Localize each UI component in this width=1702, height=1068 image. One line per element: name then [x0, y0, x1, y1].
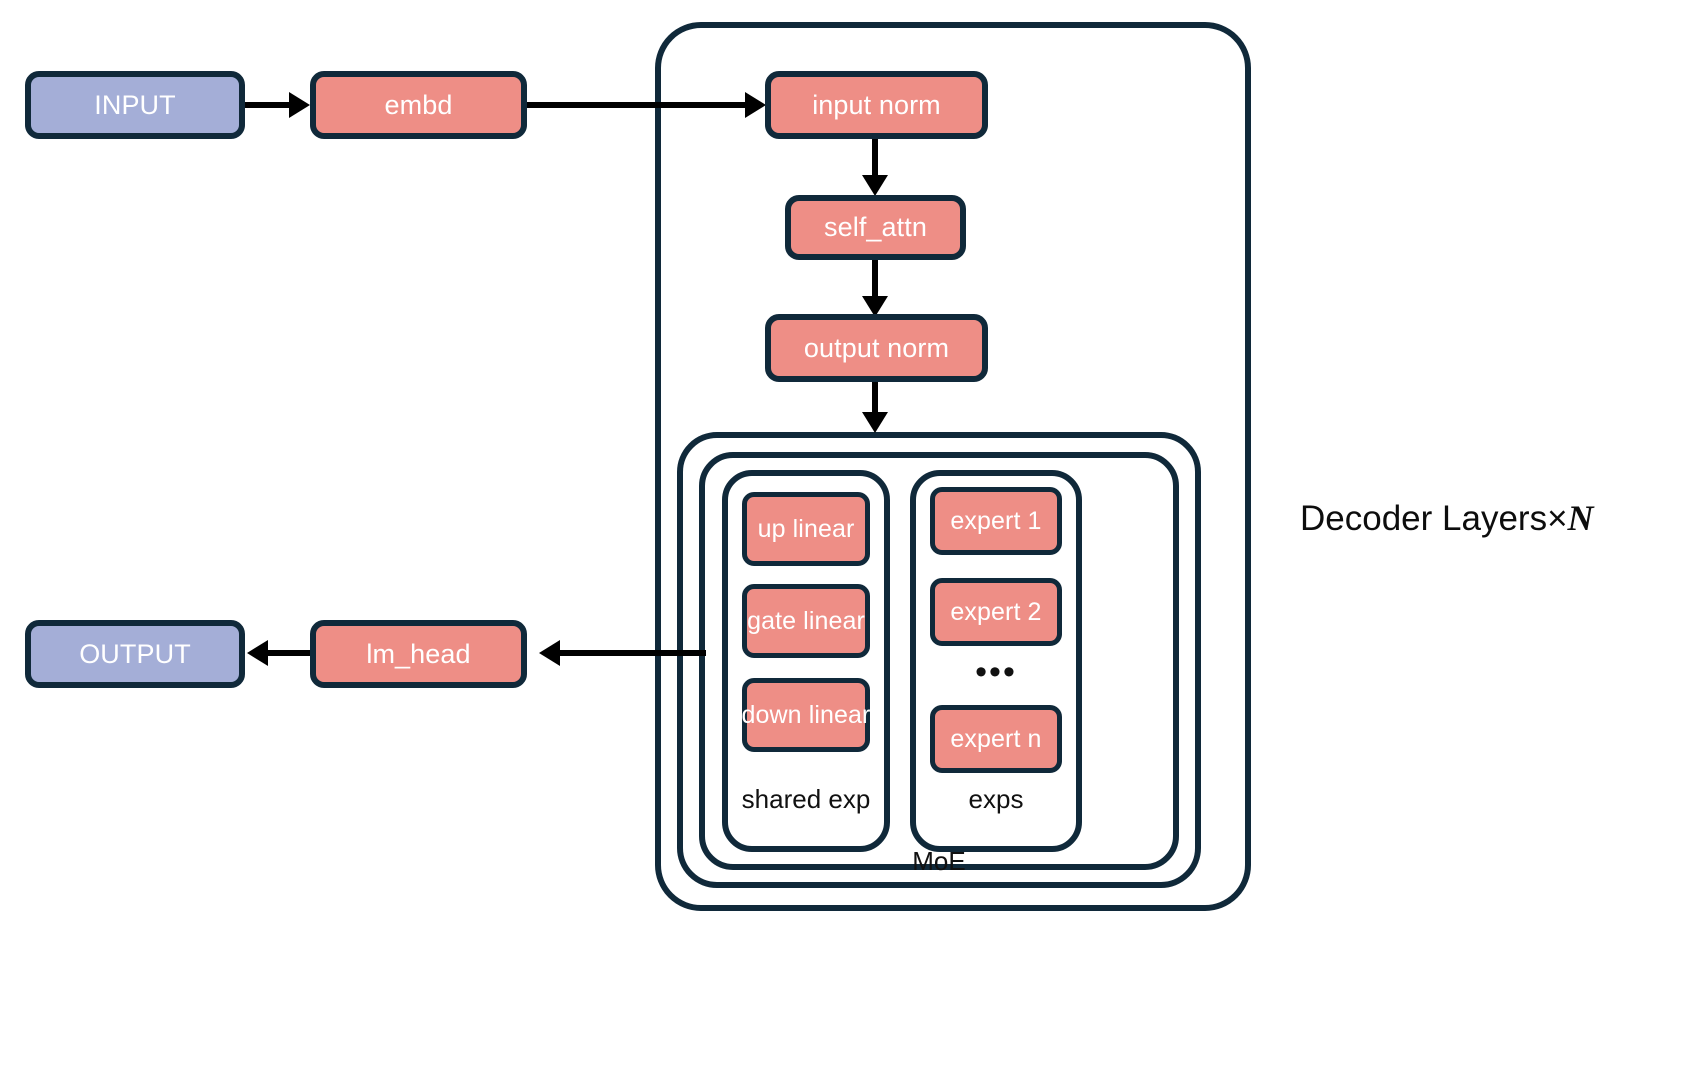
input-norm-node[interactable]: input norm [765, 71, 988, 139]
arrow-self-attn-to-output-norm-head [862, 296, 888, 317]
decoder-layers-container [655, 22, 1251, 911]
up-linear-node[interactable]: up linear [742, 492, 870, 566]
arrow-embd-to-input-norm-head [745, 92, 766, 118]
arrow-input-norm-to-self-attn-line [872, 139, 878, 179]
input-node[interactable]: INPUT [25, 71, 245, 139]
expert-1-label: expert 1 [950, 506, 1042, 535]
arrow-output-norm-to-moe-line [872, 382, 878, 418]
decoder-layers-annotation: Decoder Layers×N [1300, 500, 1594, 536]
arrow-self-attn-to-output-norm-line [872, 260, 878, 300]
down-linear-node[interactable]: down linear [742, 678, 870, 752]
output-norm-label: output norm [803, 332, 950, 363]
expert-n-label: expert n [950, 724, 1042, 753]
embd-node[interactable]: embd [310, 71, 527, 139]
lm-head-label: lm_head [366, 638, 471, 669]
input-node-label: INPUT [94, 89, 176, 120]
input-norm-label: input norm [812, 89, 941, 120]
arrow-decoder-to-lm-head-line [560, 650, 706, 656]
expert-n-node[interactable]: expert n [930, 705, 1062, 773]
gate-linear-label: gate linear [747, 606, 865, 635]
exps-group [910, 470, 1082, 852]
expert-2-node[interactable]: expert 2 [930, 578, 1062, 646]
arrow-decoder-to-lm-head-head [539, 640, 560, 666]
expert-2-label: expert 2 [950, 597, 1042, 626]
expert-1-node[interactable]: expert 1 [930, 487, 1062, 555]
embd-node-label: embd [384, 89, 453, 120]
up-linear-label: up linear [757, 514, 855, 543]
arrow-input-to-embd-head [289, 92, 310, 118]
self-attn-label: self_attn [824, 212, 927, 242]
moe-label: MoE [912, 846, 966, 876]
moe-outer-container [677, 432, 1201, 888]
output-node[interactable]: OUTPUT [25, 620, 245, 688]
arrow-embd-to-input-norm-line [527, 102, 755, 108]
exps-label: exps [968, 784, 1024, 814]
arrow-lm-head-to-output-head [247, 640, 268, 666]
arrow-lm-head-to-output-line [268, 650, 312, 656]
shared-exp-label: shared exp [741, 784, 871, 814]
self-attn-node[interactable]: self_attn [785, 195, 966, 260]
output-node-label: OUTPUT [79, 638, 191, 669]
shared-exp-group [722, 470, 890, 852]
decoder-layers-text: Decoder Layers× [1300, 499, 1568, 538]
arrow-input-norm-to-self-attn-head [862, 175, 888, 196]
arrow-input-to-embd-line [245, 102, 293, 108]
gate-linear-node[interactable]: gate linear [742, 584, 870, 658]
output-norm-node[interactable]: output norm [765, 314, 988, 382]
arrow-output-norm-to-moe-head [862, 412, 888, 433]
decoder-layers-count-var: N [1567, 498, 1594, 538]
lm-head-node[interactable]: lm_head [310, 620, 527, 688]
down-linear-label: down linear [741, 700, 871, 729]
moe-inner-container [699, 452, 1179, 870]
experts-ellipsis: ••• [975, 653, 1017, 691]
